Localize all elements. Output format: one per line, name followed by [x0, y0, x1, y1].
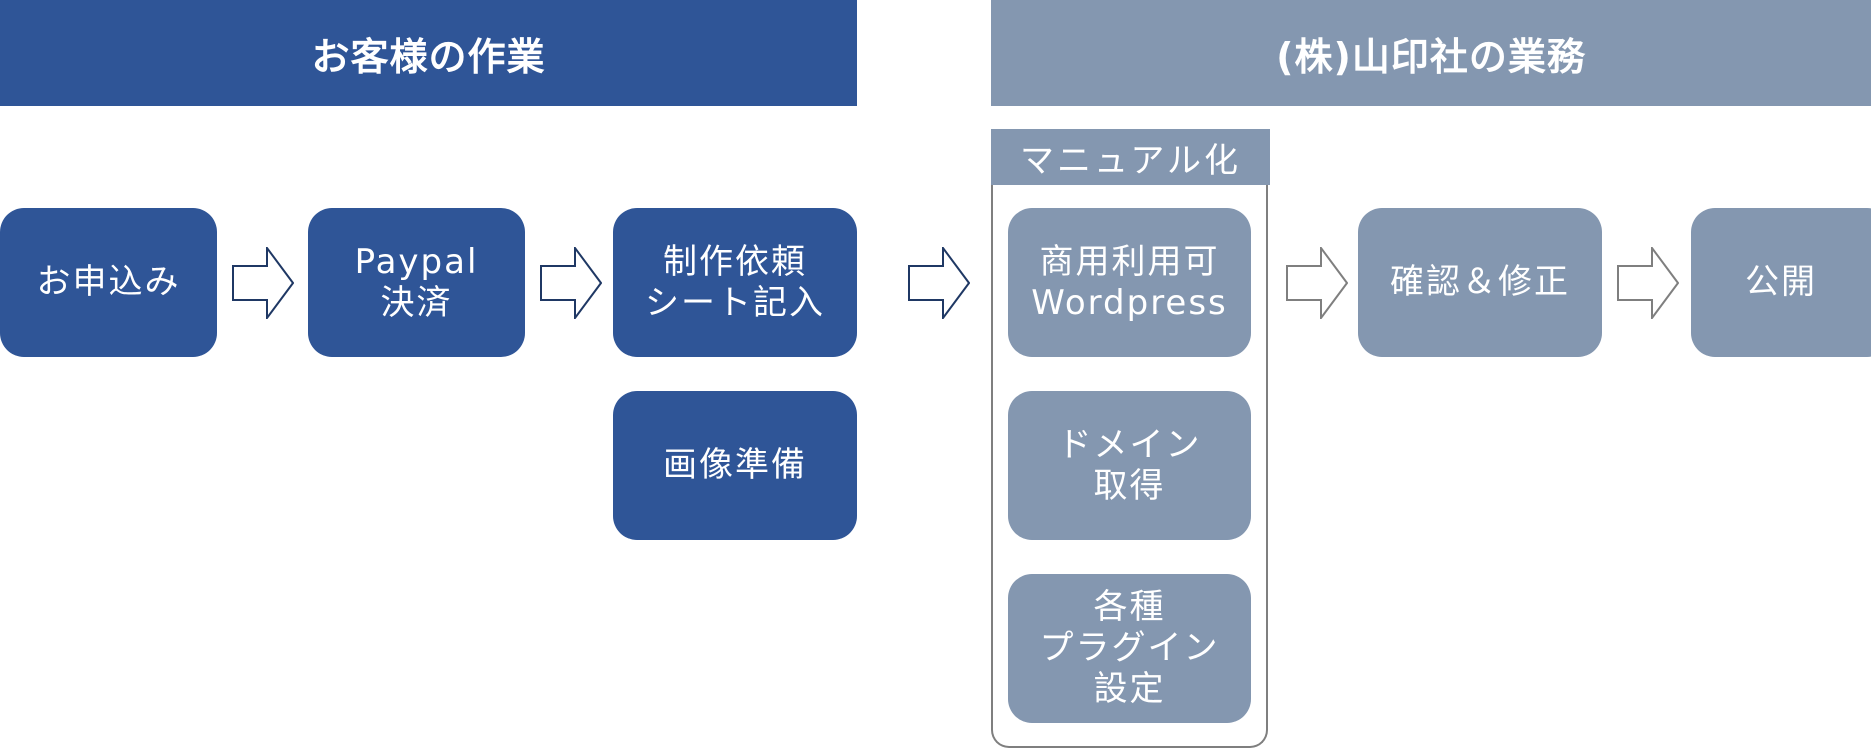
step-image-prep: 画像準備 — [613, 391, 857, 540]
company-section-title: (株)山印社の業務 — [1276, 34, 1586, 79]
step-image-prep-label: 画像準備 — [663, 445, 807, 485]
step-apply-label: お申込み — [36, 262, 181, 302]
step-wordpress: 商用利用可 Wordpress — [1008, 208, 1251, 357]
customer-section-title: お客様の作業 — [311, 34, 546, 79]
step-plugins-label: 各種 プラグイン 設定 — [1039, 587, 1220, 709]
step-review-fix: 確認＆修正 — [1358, 208, 1602, 357]
customer-section-header: お客様の作業 — [0, 0, 857, 106]
step-paypal-payment-label: Paypal 決済 — [354, 241, 479, 323]
step-review-fix-label: 確認＆修正 — [1390, 262, 1570, 302]
arrow-right-icon — [908, 247, 970, 319]
step-publish-label: 公開 — [1745, 262, 1817, 302]
company-section-header: (株)山印社の業務 — [991, 0, 1871, 106]
arrow-right-icon — [232, 247, 294, 319]
arrow-right-icon — [1617, 247, 1679, 319]
step-request-sheet: 制作依頼 シート記入 — [613, 208, 857, 357]
arrow-right-icon — [540, 247, 602, 319]
step-domain: ドメイン 取得 — [1008, 391, 1251, 540]
step-plugins: 各種 プラグイン 設定 — [1008, 574, 1251, 723]
manual-group-label: マニュアル化 — [991, 129, 1270, 185]
manual-group-label-text: マニュアル化 — [1020, 140, 1241, 181]
step-domain-label: ドメイン 取得 — [1057, 424, 1202, 506]
step-publish: 公開 — [1691, 208, 1871, 357]
arrow-right-icon — [1286, 247, 1348, 319]
manual-group-container — [991, 129, 1268, 748]
step-wordpress-label: 商用利用可 Wordpress — [1031, 241, 1228, 323]
step-paypal-payment: Paypal 決済 — [308, 208, 525, 357]
step-request-sheet-label: 制作依頼 シート記入 — [645, 241, 825, 323]
step-apply: お申込み — [0, 208, 217, 357]
